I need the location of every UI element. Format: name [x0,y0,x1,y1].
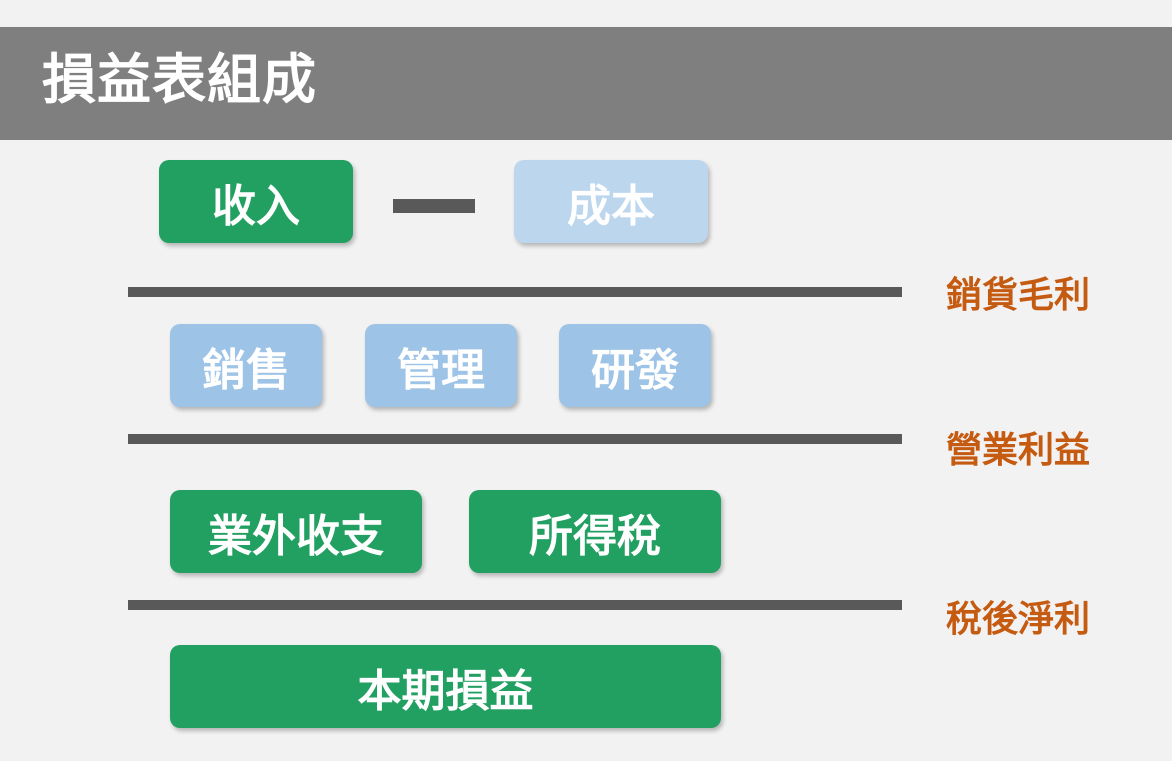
revenue-box: 收入 [159,160,353,243]
cost-box: 成本 [514,160,708,243]
divider-operating-income [128,434,902,444]
net-income-label: 稅後淨利 [946,599,1091,640]
gross-profit-label: 銷貨毛利 [946,275,1091,316]
rnd-expense-box: 研發 [559,324,711,407]
period-pnl-box: 本期損益 [170,645,721,728]
divider-net-income [128,600,902,610]
title-bar: 損益表組成 [0,27,1172,140]
management-expense-box: 管理 [365,324,517,407]
sales-expense-box: 銷售 [170,324,322,407]
minus-sign [393,199,475,213]
income-tax-box: 所得稅 [469,490,721,573]
divider-gross-profit [128,287,902,297]
operating-income-label: 營業利益 [946,430,1091,471]
page-title: 損益表組成 [42,48,317,111]
non-operating-box: 業外收支 [170,490,422,573]
